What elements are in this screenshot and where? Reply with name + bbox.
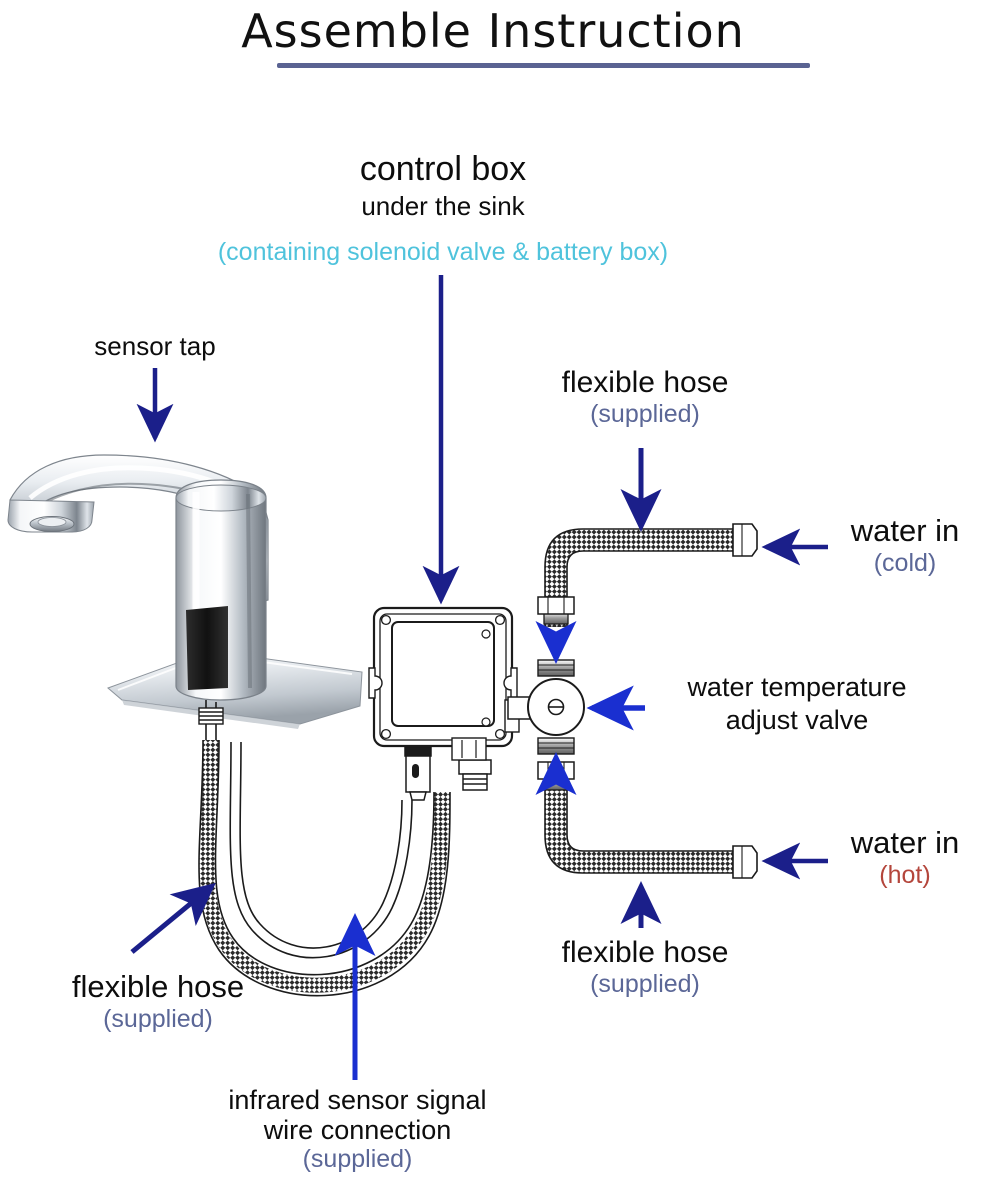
label-temperature-valve: water temperature adjust valve bbox=[687, 672, 907, 736]
page-title: Assemble Instruction bbox=[241, 4, 745, 58]
label-signal-wire: infrared sensor signal wire connection (… bbox=[228, 1085, 487, 1174]
tap-shanks bbox=[198, 700, 224, 742]
label-flexible-hose-hot: flexible hose (supplied) bbox=[561, 936, 729, 998]
label-flexible-hose-outlet: flexible hose (supplied) bbox=[71, 969, 245, 1033]
label-water-in-hot: water in (hot) bbox=[850, 825, 960, 889]
label-control-box: control box under the sink bbox=[359, 150, 527, 222]
temperature-valve-graphic bbox=[507, 659, 585, 755]
control-box-graphic bbox=[368, 606, 520, 761]
signal-wire-connector bbox=[404, 741, 432, 801]
label-water-in-cold: water in (cold) bbox=[850, 513, 960, 577]
signal-wire-graphic bbox=[229, 741, 413, 959]
title-underline bbox=[277, 63, 810, 68]
label-flexible-hose-cold: flexible hose (supplied) bbox=[561, 366, 729, 428]
flexible-hose-hot-graphic bbox=[537, 761, 758, 879]
label-control-box-contents: (containing solenoid valve & battery box… bbox=[217, 238, 669, 266]
hose-fitting-controlbox bbox=[458, 759, 492, 791]
label-sensor-tap: sensor tap bbox=[94, 331, 216, 361]
arrow-hose-outlet bbox=[130, 882, 216, 954]
annotation-arrows bbox=[130, 275, 828, 1080]
flexible-hose-outlet-graphic bbox=[198, 739, 451, 997]
sensor-tap-graphic bbox=[7, 454, 363, 729]
flexible-hose-cold-graphic bbox=[537, 523, 758, 627]
